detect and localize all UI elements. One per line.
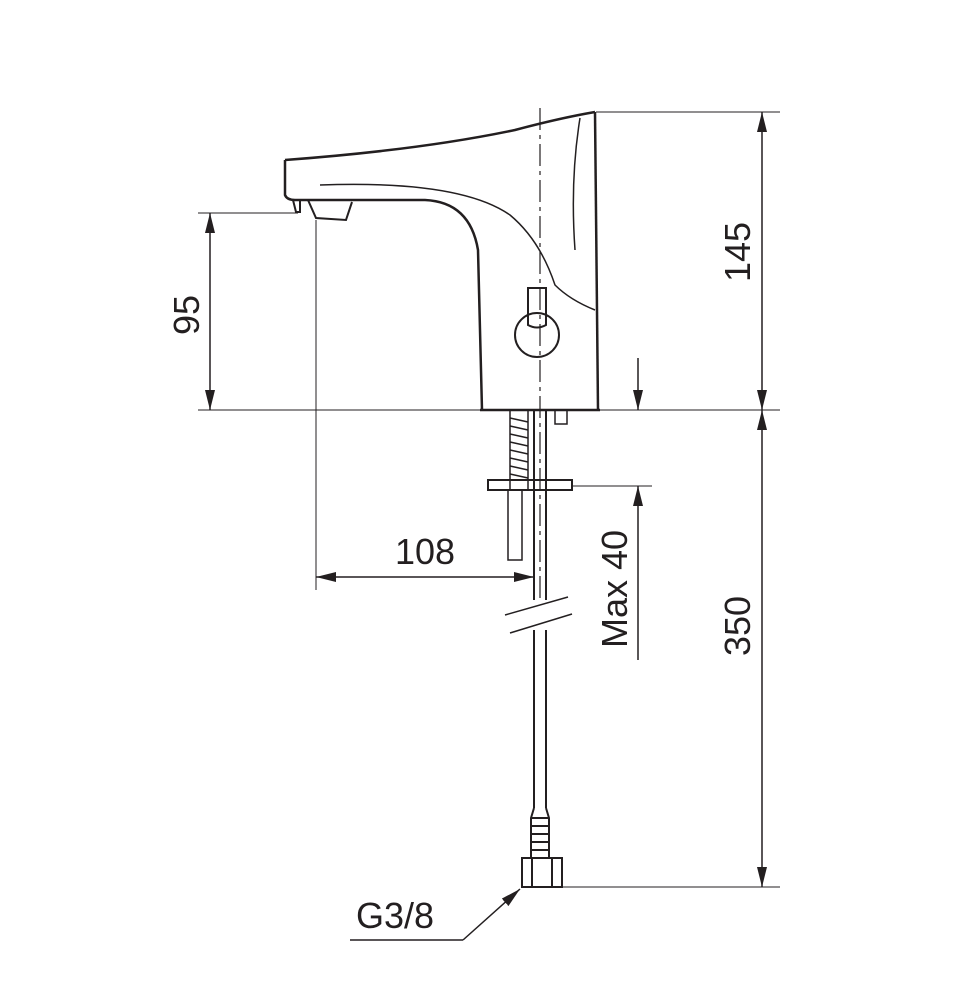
dimension-108: 108 (316, 531, 534, 582)
dimension-108-label: 108 (395, 531, 455, 572)
break-symbol (504, 596, 573, 634)
dimension-95-label: 95 (166, 295, 207, 335)
sensor-icon (514, 287, 560, 358)
thread-callout: G3/8 (350, 888, 521, 941)
supply-hose (530, 410, 550, 858)
hex-nut (521, 857, 563, 888)
body-inner-contour (319, 117, 596, 311)
faucet-body (283, 110, 600, 412)
dimension-max-40: Max 40 (594, 358, 643, 660)
dimension-350: 350 (717, 410, 767, 887)
washer (487, 479, 573, 491)
extension-lines (198, 111, 780, 888)
dimension-145: 145 (717, 112, 767, 410)
thread-label: G3/8 (356, 895, 434, 936)
threaded-stud (507, 409, 568, 561)
dimension-145-label: 145 (717, 222, 758, 282)
dimension-95: 95 (166, 213, 215, 410)
aerator (292, 199, 353, 222)
dimension-350-label: 350 (717, 596, 758, 656)
dimension-max-40-label: Max 40 (594, 530, 635, 648)
